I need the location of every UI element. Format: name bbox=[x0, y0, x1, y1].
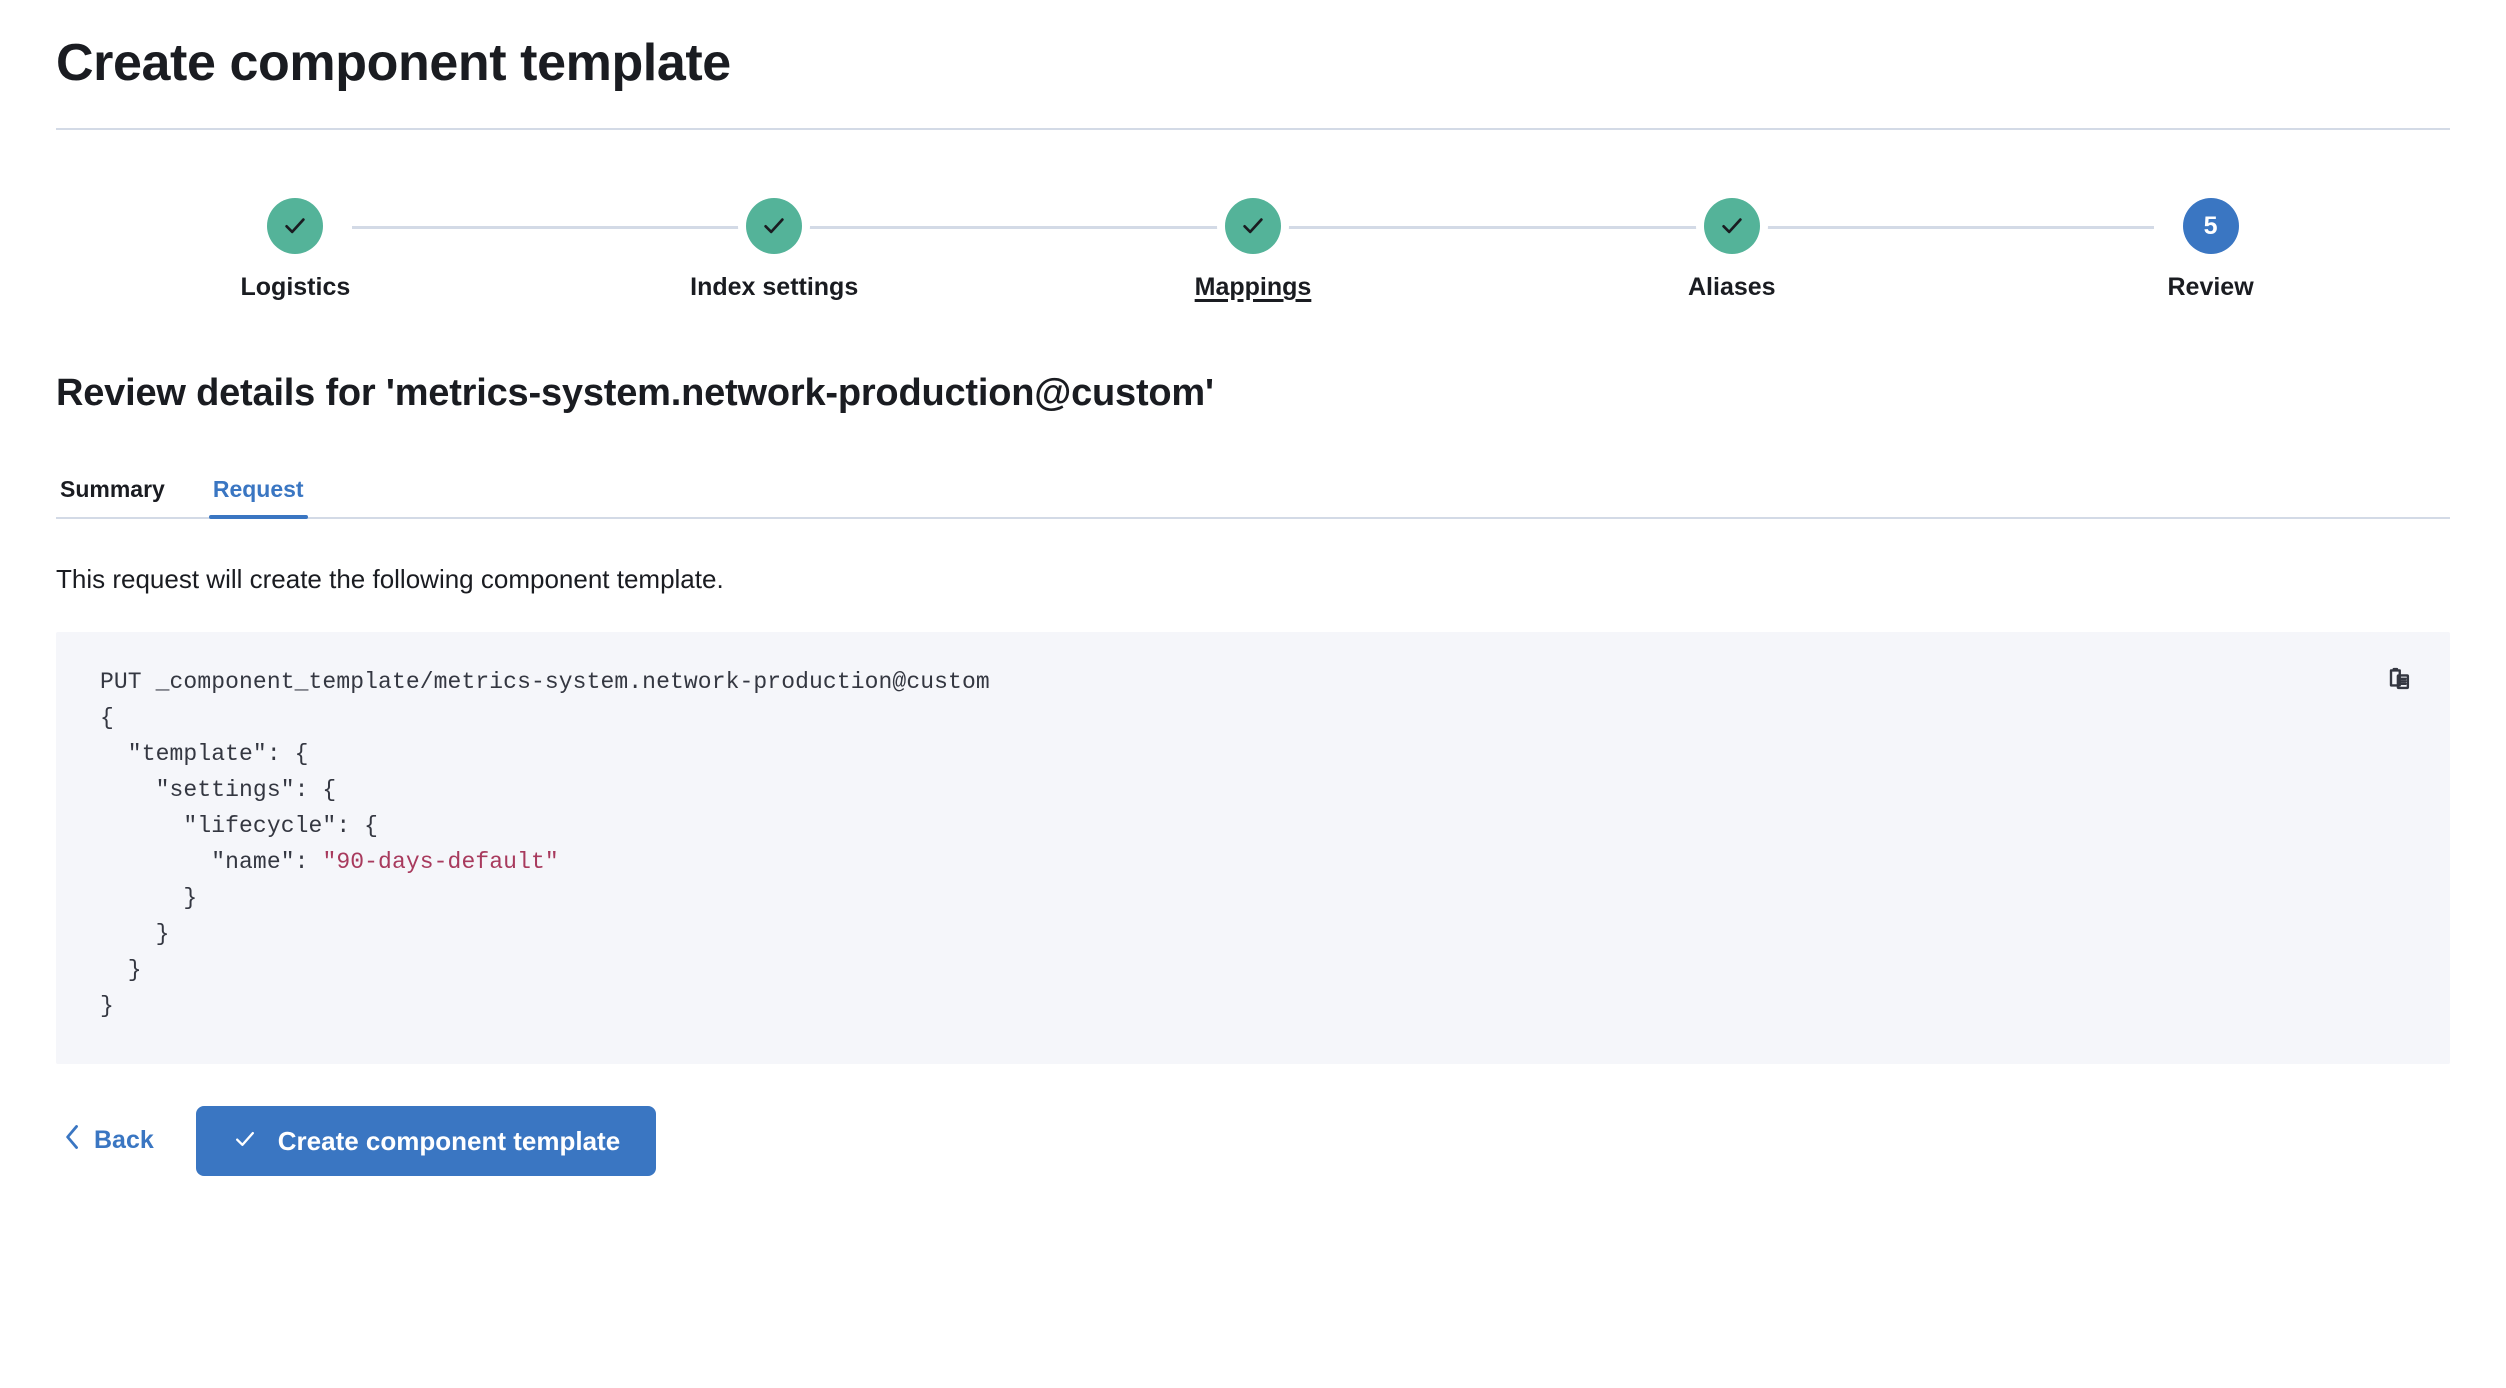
check-icon bbox=[1703, 198, 1760, 255]
stepper-step-label: Mappings bbox=[1194, 273, 1312, 302]
tab-summary[interactable]: Summary bbox=[56, 476, 169, 517]
review-tabs: Summary Request bbox=[56, 463, 2450, 520]
code-lifecycle-name-value: "90-days-default" bbox=[322, 848, 559, 875]
header-divider bbox=[56, 128, 2450, 131]
check-icon bbox=[1224, 198, 1281, 255]
code-method-line: PUT _component_template/metrics-system.n… bbox=[100, 668, 990, 695]
page-title: Create component template bbox=[56, 34, 731, 92]
stepper-step-label: Index settings bbox=[690, 273, 859, 302]
wizard-actions: Back Create component template bbox=[56, 1105, 2450, 1176]
request-description: This request will create the following c… bbox=[56, 564, 724, 595]
create-component-template-label: Create component template bbox=[277, 1125, 621, 1156]
back-button-label: Back bbox=[94, 1126, 154, 1155]
check-icon bbox=[746, 198, 803, 255]
stepper-step-aliases[interactable]: Aliases bbox=[1492, 198, 1971, 302]
code-body-after: } } } } bbox=[100, 884, 198, 1019]
chevron-left-icon bbox=[64, 1124, 81, 1157]
stepper-step-label: Logistics bbox=[240, 273, 351, 302]
request-code-block: PUT _component_template/metrics-system.n… bbox=[100, 664, 2406, 1024]
copy-icon[interactable] bbox=[2378, 658, 2424, 704]
tab-request[interactable]: Request bbox=[208, 476, 308, 520]
check-icon bbox=[267, 198, 324, 255]
create-component-template-button[interactable]: Create component template bbox=[195, 1105, 657, 1176]
review-details-heading: Review details for 'metrics-system.netwo… bbox=[56, 372, 1214, 415]
stepper-step-logistics[interactable]: Logistics bbox=[56, 198, 535, 302]
stepper-step-label: Aliases bbox=[1688, 273, 1776, 302]
step-number: 5 bbox=[2182, 198, 2239, 255]
check-icon bbox=[232, 1126, 258, 1156]
stepper-step-label: Review bbox=[2167, 273, 2254, 302]
back-button[interactable]: Back bbox=[56, 1114, 162, 1167]
stepper-step-index-settings[interactable]: Index settings bbox=[535, 198, 1014, 302]
request-code-panel: PUT _component_template/metrics-system.n… bbox=[56, 631, 2450, 1064]
stepper-step-mappings[interactable]: Mappings bbox=[1014, 198, 1493, 302]
copy-clipboard-icon bbox=[2389, 667, 2410, 689]
code-body-before: { "template": { "settings": { "lifecycle… bbox=[100, 704, 379, 875]
